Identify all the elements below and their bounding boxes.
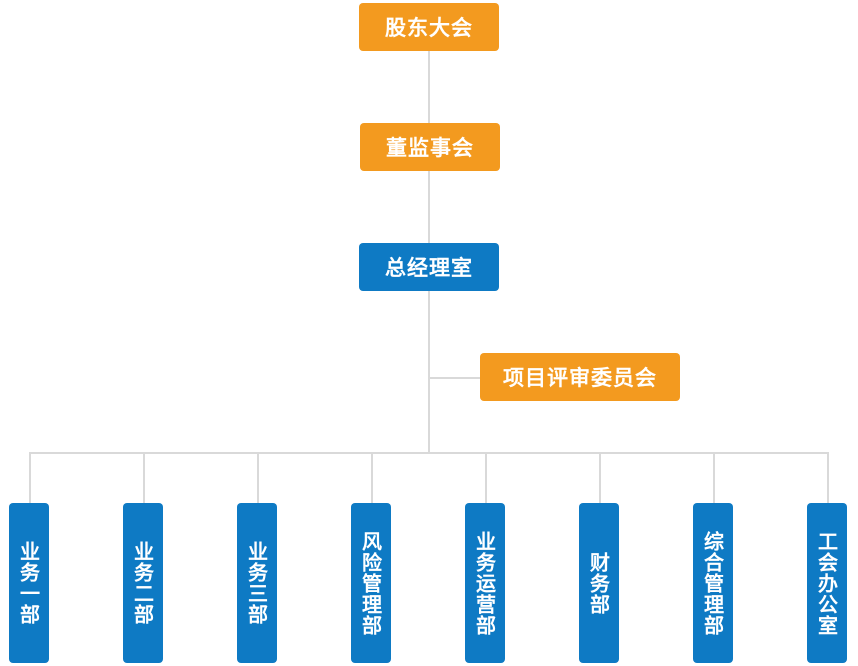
department-node: 财务部 — [579, 503, 619, 663]
department-node: 风险管理部 — [351, 503, 391, 663]
department-drop-connector — [827, 452, 829, 504]
department-node: 业务运营部 — [465, 503, 505, 663]
department-node: 业务二部 — [123, 503, 163, 663]
department-bus-connector — [29, 452, 829, 454]
department-drop-connector — [257, 452, 259, 504]
node-board-of-supervisors: 董监事会 — [360, 123, 500, 171]
department-node: 业务一部 — [9, 503, 49, 663]
department-node: 业务三部 — [237, 503, 277, 663]
department-drop-connector — [29, 452, 31, 504]
department-drop-connector — [143, 452, 145, 504]
department-node: 综合管理部 — [693, 503, 733, 663]
committee-connector — [429, 377, 481, 379]
department-drop-connector — [713, 452, 715, 504]
node-general-manager-office: 总经理室 — [359, 243, 499, 291]
department-drop-connector — [599, 452, 601, 504]
node-shareholders-meeting: 股东大会 — [359, 3, 499, 51]
department-node: 工会办公室 — [807, 503, 847, 663]
department-drop-connector — [371, 452, 373, 504]
department-drop-connector — [485, 452, 487, 504]
node-project-review-committee: 项目评审委员会 — [480, 353, 680, 401]
